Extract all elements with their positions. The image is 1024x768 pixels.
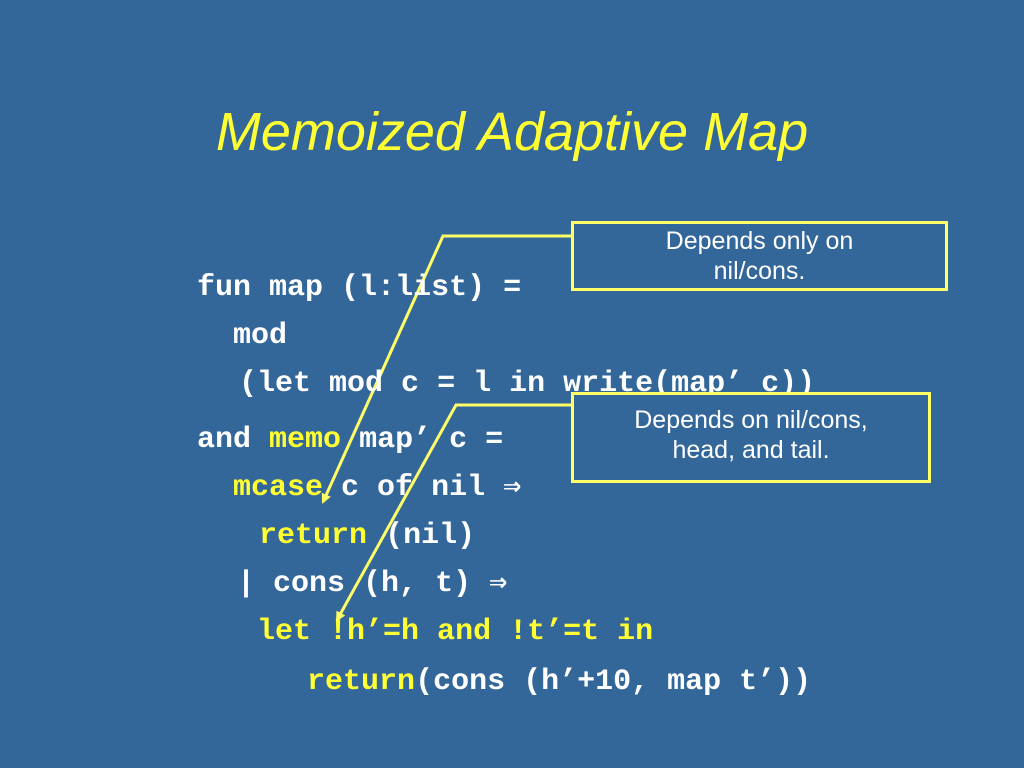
callout-depends-nil-cons: Depends only on nil/cons. bbox=[571, 221, 948, 291]
keyword-mcase: mcase bbox=[233, 471, 324, 505]
code-line-9: return(cons (h’+10, map t’)) bbox=[307, 665, 812, 699]
code-line-4: and memo map’ c = bbox=[197, 423, 504, 457]
keyword-return: return bbox=[307, 665, 416, 699]
arrow-2 bbox=[335, 403, 571, 622]
slide-title: Memoized Adaptive Map bbox=[215, 102, 809, 162]
code-line-7: | cons (h, t) ⇒ bbox=[237, 567, 508, 601]
keyword-return: return bbox=[259, 519, 368, 553]
callout-depends-head-tail: Depends on nil/cons, head, and tail. bbox=[571, 392, 931, 483]
keyword-memo: memo bbox=[269, 423, 342, 457]
code-line-5: mcase c of nil ⇒ bbox=[233, 471, 522, 505]
code-line-8: let !h’=h and !t’=t in bbox=[149, 578, 653, 686]
keyword-let-clause: let !h’=h and !t’=t in bbox=[257, 615, 654, 649]
code-line-1: fun map (l:list) = bbox=[197, 271, 522, 305]
code-line-2: mod bbox=[233, 319, 288, 353]
code-line-6: return (nil) bbox=[259, 519, 476, 553]
arrow-1 bbox=[321, 234, 571, 504]
